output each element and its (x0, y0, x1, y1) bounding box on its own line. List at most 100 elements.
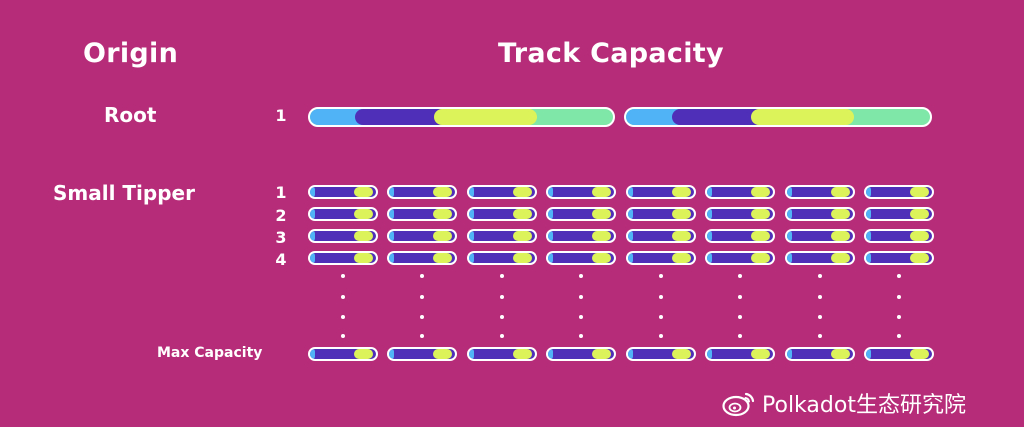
small-tipper-row-3-slot-6 (705, 229, 775, 243)
blue-segment (628, 187, 634, 197)
blue-segment (707, 253, 713, 263)
blue-segment (469, 209, 475, 219)
dot-col-5-2 (659, 295, 663, 299)
small-tipper-row-4-slot-6 (705, 251, 775, 265)
yellow-segment (432, 209, 453, 219)
max-capacity-slot-4 (546, 347, 616, 361)
yellow-segment (830, 231, 851, 241)
blue-segment (628, 349, 634, 359)
dot-col-4-1 (579, 274, 583, 278)
blue-segment (548, 231, 554, 241)
dot-col-1-2 (341, 295, 345, 299)
blue-segment (707, 231, 713, 241)
small-tipper-row-1-slot-5 (626, 185, 696, 199)
yellow-segment (432, 231, 453, 241)
max-capacity-slot-5 (626, 347, 696, 361)
small-tipper-row-4-slot-2 (387, 251, 457, 265)
small-tipper-row-1-slot-1 (308, 185, 378, 199)
small-tipper-row-1-slot-8 (864, 185, 934, 199)
yellow-segment (434, 109, 538, 125)
yellow-segment (750, 187, 771, 197)
blue-segment (787, 187, 793, 197)
small-tipper-row-2-slot-5 (626, 207, 696, 221)
blue-segment (787, 209, 793, 219)
blue-segment (707, 349, 713, 359)
dot-col-5-3 (659, 315, 663, 319)
yellow-segment (671, 187, 692, 197)
blue-segment (548, 253, 554, 263)
yellow-segment (432, 349, 453, 359)
yellow-segment (830, 187, 851, 197)
yellow-segment (909, 349, 930, 359)
dot-col-7-3 (818, 315, 822, 319)
dot-col-8-4 (897, 334, 901, 338)
blue-segment (389, 187, 395, 197)
small-tipper-row-3-slot-5 (626, 229, 696, 243)
yellow-segment (830, 209, 851, 219)
dot-col-6-1 (738, 274, 742, 278)
dot-col-3-4 (500, 334, 504, 338)
watermark: Polkadot生态研究院 (722, 388, 966, 418)
blue-segment (389, 231, 395, 241)
yellow-segment (671, 231, 692, 241)
yellow-segment (512, 187, 533, 197)
small-tipper-row-number-1: 1 (275, 183, 287, 202)
yellow-segment (353, 231, 374, 241)
small-tipper-row-2-slot-4 (546, 207, 616, 221)
yellow-segment (353, 253, 374, 263)
yellow-segment (591, 231, 612, 241)
yellow-segment (750, 109, 854, 125)
max-capacity-label: Max Capacity (157, 345, 263, 361)
small-tipper-row-2-slot-3 (467, 207, 537, 221)
blue-segment (548, 349, 554, 359)
small-tipper-row-2-slot-6 (705, 207, 775, 221)
small-tipper-row-2-slot-7 (785, 207, 855, 221)
yellow-segment (512, 209, 533, 219)
dot-col-6-2 (738, 295, 742, 299)
yellow-segment (591, 187, 612, 197)
dot-col-4-3 (579, 315, 583, 319)
small-tipper-row-1-slot-7 (785, 185, 855, 199)
yellow-segment (671, 209, 692, 219)
small-tipper-row-4-slot-8 (864, 251, 934, 265)
dot-col-8-1 (897, 274, 901, 278)
yellow-segment (909, 231, 930, 241)
yellow-segment (671, 349, 692, 359)
dot-col-7-4 (818, 334, 822, 338)
blue-segment (310, 187, 316, 197)
small-tipper-row-3-slot-8 (864, 229, 934, 243)
dot-col-3-2 (500, 295, 504, 299)
max-capacity-slot-2 (387, 347, 457, 361)
blue-segment (866, 231, 872, 241)
small-tipper-row-4-slot-1 (308, 251, 378, 265)
yellow-segment (750, 209, 771, 219)
small-tipper-row-2-slot-8 (864, 207, 934, 221)
dot-col-2-1 (420, 274, 424, 278)
max-capacity-slot-7 (785, 347, 855, 361)
dot-col-7-2 (818, 295, 822, 299)
blue-segment (707, 187, 713, 197)
yellow-segment (591, 253, 612, 263)
root-label: Root (104, 103, 157, 127)
yellow-segment (512, 231, 533, 241)
yellow-segment (750, 231, 771, 241)
dot-col-2-3 (420, 315, 424, 319)
blue-segment (628, 253, 634, 263)
small-tipper-row-number-4: 4 (275, 250, 287, 269)
small-tipper-row-number-3: 3 (275, 228, 287, 247)
dot-col-1-3 (341, 315, 345, 319)
small-tipper-label: Small Tipper (53, 181, 195, 205)
dot-col-3-1 (500, 274, 504, 278)
blue-segment (310, 253, 316, 263)
blue-segment (389, 349, 395, 359)
blue-segment (389, 209, 395, 219)
dot-col-2-4 (420, 334, 424, 338)
dot-col-8-3 (897, 315, 901, 319)
yellow-segment (353, 187, 374, 197)
blue-segment (389, 253, 395, 263)
blue-segment (866, 349, 872, 359)
blue-segment (707, 209, 713, 219)
small-tipper-row-2-slot-1 (308, 207, 378, 221)
yellow-segment (432, 253, 453, 263)
dot-col-5-4 (659, 334, 663, 338)
